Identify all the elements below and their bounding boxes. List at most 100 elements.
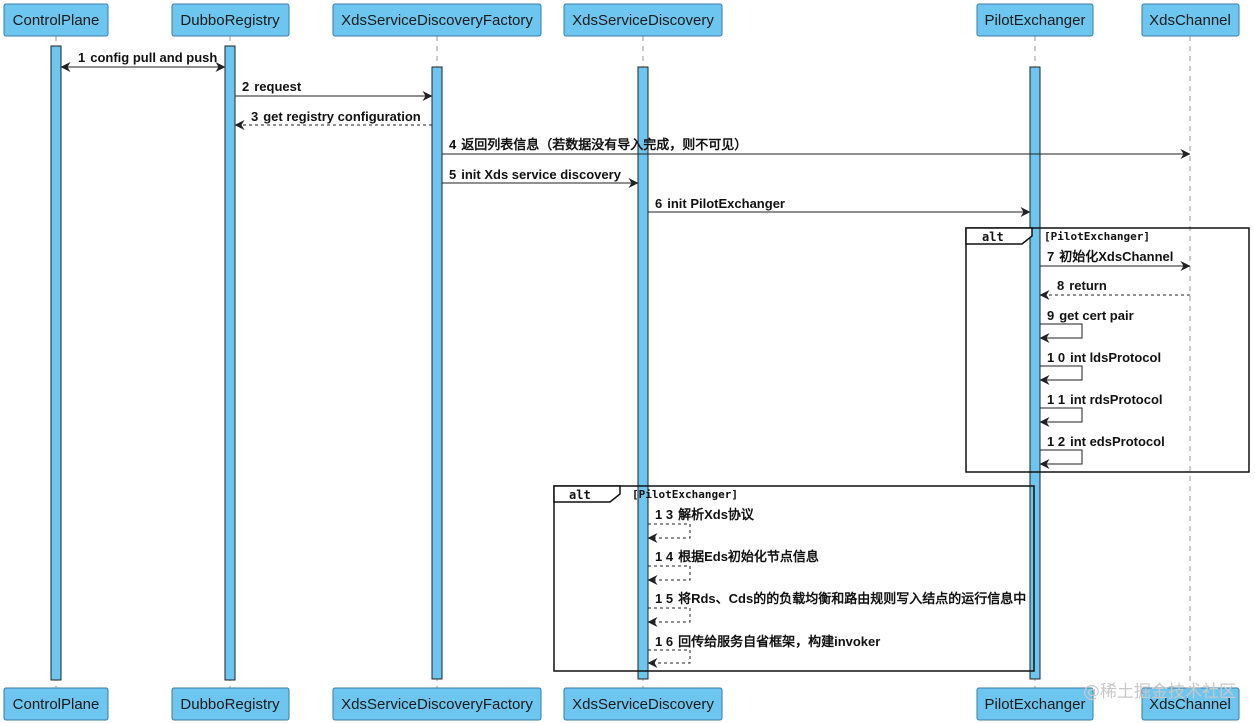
participant-xdsservicediscoveryfactory-bottom[interactable]: XdsServiceDiscoveryFactory (332, 687, 542, 721)
participant-controlplane[interactable]: ControlPlane (3, 3, 109, 37)
message-arrow (1039, 365, 1083, 385)
participant-xdschannel-bottom[interactable]: XdsChannel (1141, 687, 1240, 721)
message-num: 6 (655, 196, 662, 211)
message-num: 2 (242, 79, 249, 94)
watermark: @稀土掘金技术社区 (1083, 682, 1236, 702)
message-label: return (1069, 278, 1107, 293)
activation-pe (1029, 66, 1041, 680)
message-num: 1 0 (1047, 350, 1065, 365)
message-15: 1 5 将Rds、Cds的的负载均衡和路由规则写入结点的运行信息中 (647, 591, 1026, 627)
participant-controlplane-bottom[interactable]: ControlPlane (3, 687, 109, 721)
participant-name: XdsChannel (1149, 12, 1231, 29)
message-num: 1 6 (655, 634, 673, 649)
message-label: get cert pair (1059, 308, 1133, 323)
message-9: 9 get cert pair (1039, 308, 1134, 343)
alt-fragment-2: alt [PilotExchanger] (553, 485, 1035, 672)
activation-cp (50, 45, 62, 681)
alt-condition-2: [PilotExchanger] (632, 488, 738, 501)
participant-pilotexchanger[interactable]: PilotExchanger (976, 3, 1094, 37)
message-6: 6 init PilotExchanger (648, 196, 1031, 217)
message-2: 2 request (235, 79, 433, 101)
message-label: int ldsProtocol (1070, 350, 1161, 365)
message-label: 解析Xds协议 (677, 507, 755, 522)
message-label: 回传给服务自省框架，构建invoker (678, 634, 880, 649)
participant-name: ControlPlane (13, 696, 100, 713)
message-label: init Xds service discovery (461, 167, 621, 182)
message-1: 1 config pull and push (60, 50, 226, 72)
message-num: 1 1 (1047, 392, 1065, 407)
message-8: 8 return (1039, 278, 1190, 300)
message-num: 4 (449, 137, 457, 152)
message-label: init PilotExchanger (667, 196, 785, 211)
message-arrow (647, 565, 691, 585)
alt-frame-2 (553, 485, 1035, 672)
message-label: int edsProtocol (1070, 434, 1165, 449)
message-num: 8 (1057, 278, 1064, 293)
participants-top: ControlPlane DubboRegistry XdsServiceDis… (3, 3, 1240, 37)
message-num: 1 5 (655, 591, 673, 606)
alt-tab-2 (553, 485, 621, 503)
message-num: 1 2 (1047, 434, 1065, 449)
message-label: request (254, 79, 302, 94)
participant-name: DubboRegistry (180, 12, 280, 29)
participant-pilotexchanger-bottom[interactable]: PilotExchanger (976, 687, 1094, 721)
participant-xdsservicediscovery[interactable]: XdsServiceDiscovery (563, 3, 723, 37)
message-label: 根据Eds初始化节点信息 (678, 549, 819, 564)
participant-name: PilotExchanger (985, 12, 1086, 29)
message-arrow (647, 649, 691, 668)
message-label: config pull and push (90, 50, 217, 65)
participant-name: XdsServiceDiscoveryFactory (341, 12, 533, 29)
message-arrow (1039, 449, 1083, 469)
message-label: 返回列表信息（若数据没有导入完成，则不可见） (461, 137, 747, 152)
activation-xsdf (431, 66, 443, 680)
participant-name: XdsServiceDiscoveryFactory (341, 696, 533, 713)
message-num: 1 (78, 50, 85, 65)
message-arrow (1039, 407, 1083, 427)
participant-xdschannel[interactable]: XdsChannel (1141, 3, 1240, 37)
alt-keyword-1: alt (982, 230, 1004, 244)
message-num: 7 (1047, 249, 1054, 264)
message-label: int rdsProtocol (1070, 392, 1162, 407)
message-10: 1 0 int ldsProtocol (1039, 350, 1161, 385)
participant-name: DubboRegistry (180, 696, 280, 713)
alt-condition-1: [PilotExchanger] (1044, 230, 1150, 243)
participant-name: XdsServiceDiscovery (572, 696, 714, 713)
participant-dubboregistry-bottom[interactable]: DubboRegistry (171, 687, 290, 721)
message-11: 1 1 int rdsProtocol (1039, 392, 1163, 427)
alt-tab-1 (965, 227, 1033, 245)
activation-dr (224, 45, 236, 681)
message-num: 1 4 (655, 549, 674, 564)
participant-dubboregistry[interactable]: DubboRegistry (171, 3, 290, 37)
participant-xdsservicediscoveryfactory[interactable]: XdsServiceDiscoveryFactory (332, 3, 542, 37)
alt-frame-1 (965, 227, 1250, 473)
message-arrow (647, 523, 691, 543)
message-num: 9 (1047, 308, 1054, 323)
message-14: 1 4 根据Eds初始化节点信息 (647, 549, 819, 585)
activation-bars (50, 45, 1041, 681)
activation-xsd (637, 66, 649, 680)
participant-name: ControlPlane (13, 12, 100, 29)
alt-keyword-2: alt (569, 488, 591, 502)
participant-xdsservicediscovery-bottom[interactable]: XdsServiceDiscovery (563, 687, 723, 721)
message-4: 4 返回列表信息（若数据没有导入完成，则不可见） (442, 137, 1191, 159)
participant-name: PilotExchanger (985, 696, 1086, 713)
alt-fragment-1: alt [PilotExchanger] (965, 227, 1250, 473)
message-label: 将Rds、Cds的的负载均衡和路由规则写入结点的运行信息中 (678, 591, 1026, 606)
